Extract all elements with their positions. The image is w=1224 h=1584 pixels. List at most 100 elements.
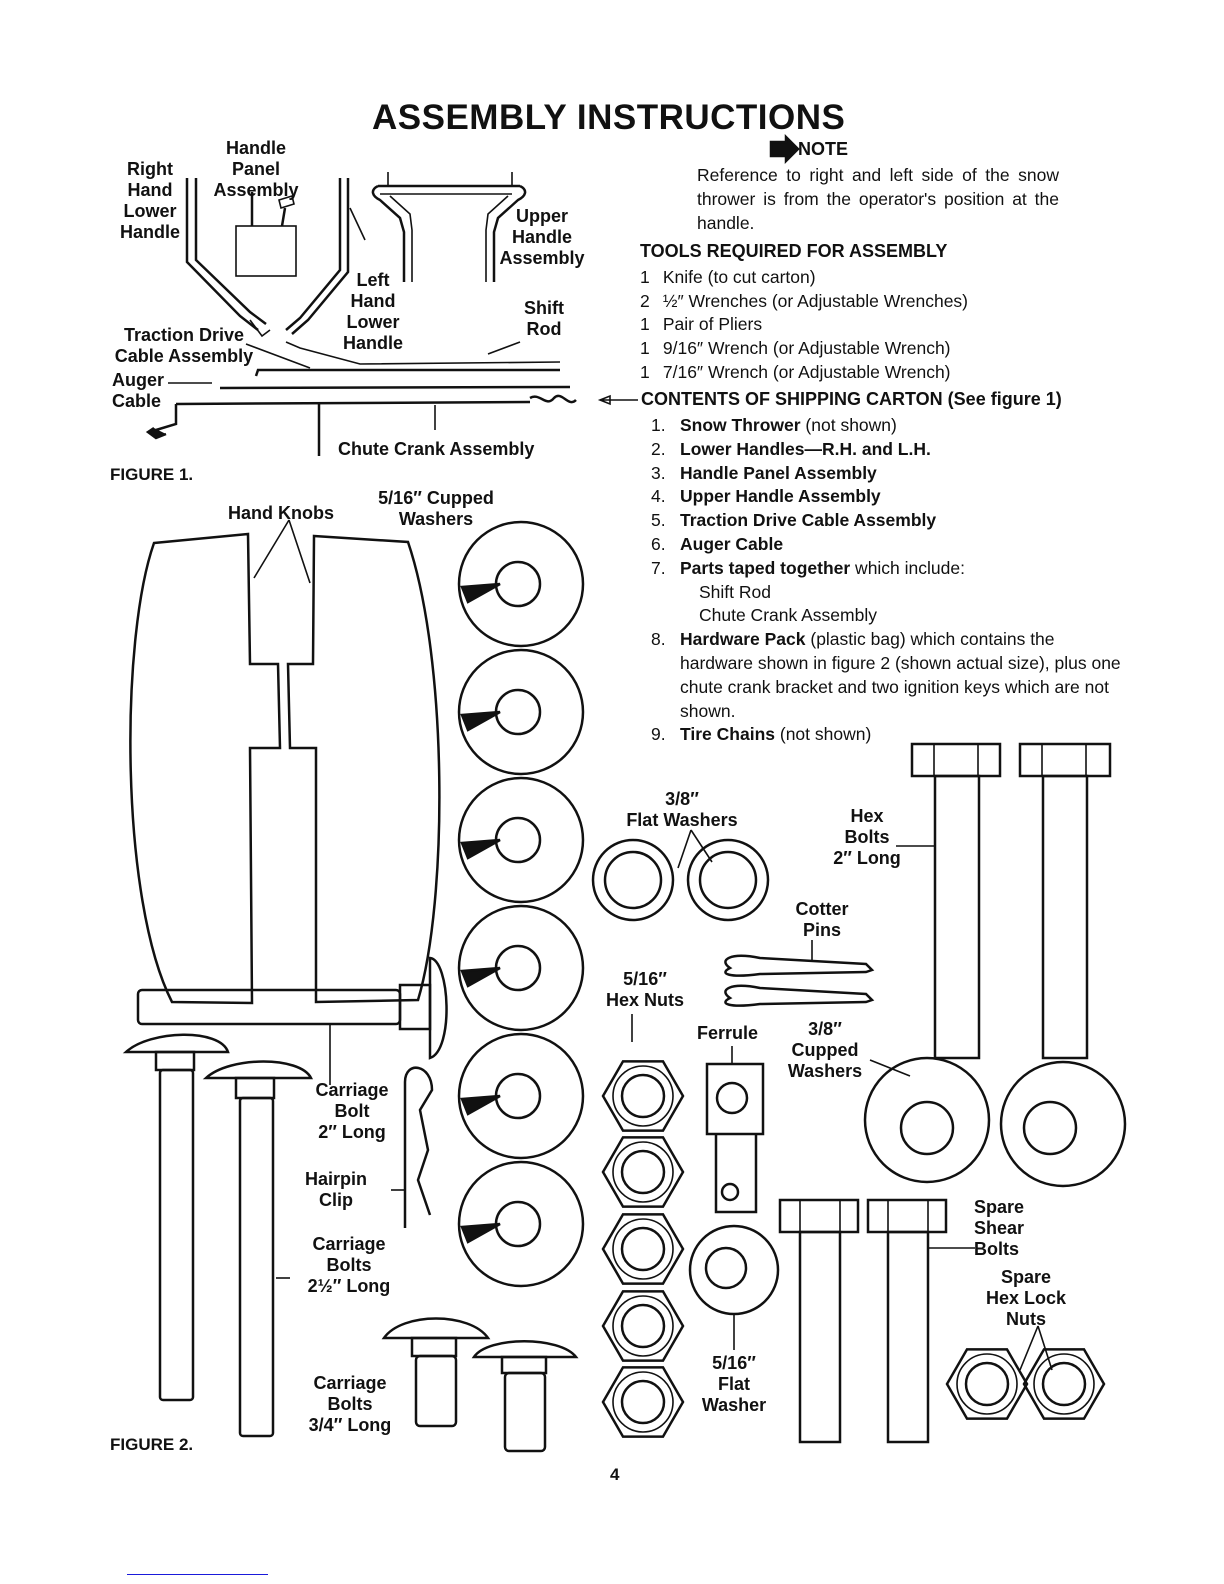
label-line: Panel (231, 159, 281, 179)
label-line: Clip (319, 1190, 353, 1210)
label-line: Hand (127, 180, 173, 200)
contents-subitem: Chute Crank Assembly (699, 605, 877, 626)
label-carriage-bolts-2-5in: Carriage Bolts 2½″ Long (296, 1234, 402, 1297)
contents-item: 7.Parts taped together which include: (651, 557, 1126, 581)
label-right-hand-lower-handle: Right Hand Lower Handle (110, 159, 190, 243)
item-note: (plastic bag) which contains the hardwar… (680, 629, 1121, 721)
carriage-bolts-0-75in-drawing (381, 1317, 579, 1453)
label-line: Assembly (213, 180, 299, 200)
label-line: Handle (225, 138, 286, 158)
page-number: 4 (610, 1465, 620, 1484)
label-line: Bolts (974, 1239, 1019, 1259)
label-hex-nuts-5-16: 5/16″ Hex Nuts (598, 969, 692, 1011)
ferrule-drawing (705, 1046, 765, 1214)
item-name: Snow Thrower (680, 415, 801, 435)
flat-washer-5-16-drawing (688, 1224, 780, 1350)
label-line: 5/16″ Cupped (378, 488, 494, 508)
label-upper-handle-assembly: Upper Handle Assembly (494, 206, 590, 269)
label-line: Right (127, 159, 173, 179)
label-line: 3/4″ Long (308, 1415, 392, 1435)
hex-nut-5-16-icon (601, 1366, 685, 1438)
tools-item: 1 Knife (to cut carton) (640, 266, 968, 290)
cupped-washer-5-16-icon (457, 904, 585, 1032)
label-hairpin-clip: Hairpin Clip (296, 1169, 376, 1211)
cotter-pins-drawing (724, 940, 875, 1007)
label-line: Left (356, 270, 390, 290)
label-line: 5/16″ (712, 1353, 756, 1373)
chute-crank-drawing (145, 394, 577, 456)
label-ferrule: Ferrule (697, 1023, 759, 1043)
item-name: Hardware Pack (680, 629, 806, 650)
right-hand-lower-handle-drawing (185, 178, 271, 338)
label-line: Bolts (844, 827, 890, 847)
label-cupped-washers-5-16: 5/16″ Cupped Washers (368, 488, 504, 530)
label-traction-drive-cable: Traction Drive Cable Assembly (104, 325, 264, 367)
label-line: 3/8″ (665, 789, 699, 809)
label-carriage-bolt-2in: Carriage Bolt 2″ Long (304, 1080, 400, 1143)
item-note: (not shown) (800, 415, 897, 435)
tools-heading: TOOLS REQUIRED FOR ASSEMBLY (640, 241, 948, 261)
label-line: Handle (342, 333, 403, 353)
label-cotter-pins: Cotter Pins (786, 899, 858, 941)
tools-item: 1 9/16″ Wrench (or Adjustable Wrench) (640, 337, 968, 361)
hex-nut-5-16-icon (601, 1213, 685, 1285)
label-shift-rod: Shift Rod (518, 298, 570, 340)
label-line: Nuts (1006, 1309, 1046, 1329)
contents-item: 1.Snow Thrower (not shown) (651, 414, 1126, 438)
tool-qty: 1 (640, 314, 650, 335)
label-carriage-bolts-0-75in: Carriage Bolts 3/4″ Long (300, 1373, 400, 1436)
hex-nut-5-16-icon (601, 1290, 685, 1362)
label-left-hand-lower-handle: Left Hand Lower Handle (338, 270, 408, 354)
label-line: Bolts (326, 1255, 372, 1275)
label-line: Hex Lock (985, 1288, 1067, 1308)
contents-item: 9.Tire Chains (not shown) (651, 723, 1126, 747)
label-line: Traction Drive (123, 325, 245, 345)
item-note: which include: (850, 557, 965, 578)
tool-text: Knife (to cut carton) (662, 267, 816, 287)
item-name: Traction Drive Cable Assembly (680, 510, 937, 531)
label-line: Spare (1000, 1267, 1052, 1287)
tools-item: 1 Pair of Pliers (640, 313, 968, 337)
label-line: 2″ Long (833, 848, 901, 868)
upper-handle-drawing (371, 172, 527, 282)
label-line: Cable Assembly (114, 346, 254, 366)
label-line: Hex Nuts (605, 990, 685, 1010)
item-name: Tire Chains (680, 724, 775, 745)
label-chute-crank-assembly: Chute Crank Assembly (338, 439, 535, 459)
label-line: Rod (526, 319, 562, 339)
item-number: 8. (651, 629, 666, 650)
item-name: Auger Cable (680, 533, 784, 554)
label-line: Shear (974, 1218, 1025, 1238)
handle-panel-drawing (235, 192, 297, 277)
hex-bolts-2in-drawing (896, 742, 1112, 1060)
flat-washers-3-8-drawing (591, 829, 770, 922)
label-line: 2½″ Long (307, 1276, 391, 1296)
tool-qty: 1 (640, 361, 650, 382)
label-spare-hex-lock-nuts: Spare Hex Lock Nuts (976, 1267, 1076, 1330)
label-line: Hand (350, 291, 396, 311)
traction-drive-cable-drawing (245, 343, 560, 377)
contents-item: 2.Lower Handles—R.H. and L.H. (651, 438, 1126, 462)
item-number: 6. (651, 533, 666, 554)
shift-rod-drawing (285, 341, 561, 365)
label-line: Lower (123, 201, 177, 221)
label-line: Washers (787, 1061, 863, 1081)
cupped-washer-5-16-icon (457, 776, 585, 904)
hairpin-clip-drawing (391, 1066, 434, 1228)
carriage-bolt-2in-drawing (136, 956, 448, 1085)
item-name: Lower Handles—R.H. and L.H. (680, 438, 931, 459)
contents-item: 5.Traction Drive Cable Assembly (651, 509, 1126, 533)
label-handle-panel-assembly: Handle Panel Assembly (200, 138, 312, 201)
label-line: Hairpin (304, 1169, 367, 1189)
item-note: (not shown) (775, 724, 872, 745)
hex-nut-column (601, 1060, 685, 1438)
label-flat-washer-5-16: 5/16″ Flat Washer (696, 1353, 772, 1416)
tool-text: 9/16″ Wrench (or Adjustable Wrench) (662, 338, 951, 359)
label-line: Flat (717, 1374, 750, 1394)
note-heading: NOTE (798, 139, 849, 159)
tool-text: Pair of Pliers (662, 314, 763, 335)
label-line: Washers (398, 509, 474, 529)
label-line: Upper (515, 206, 568, 226)
label-line: Auger (112, 370, 165, 390)
label-line: 3/8″ (808, 1019, 842, 1039)
